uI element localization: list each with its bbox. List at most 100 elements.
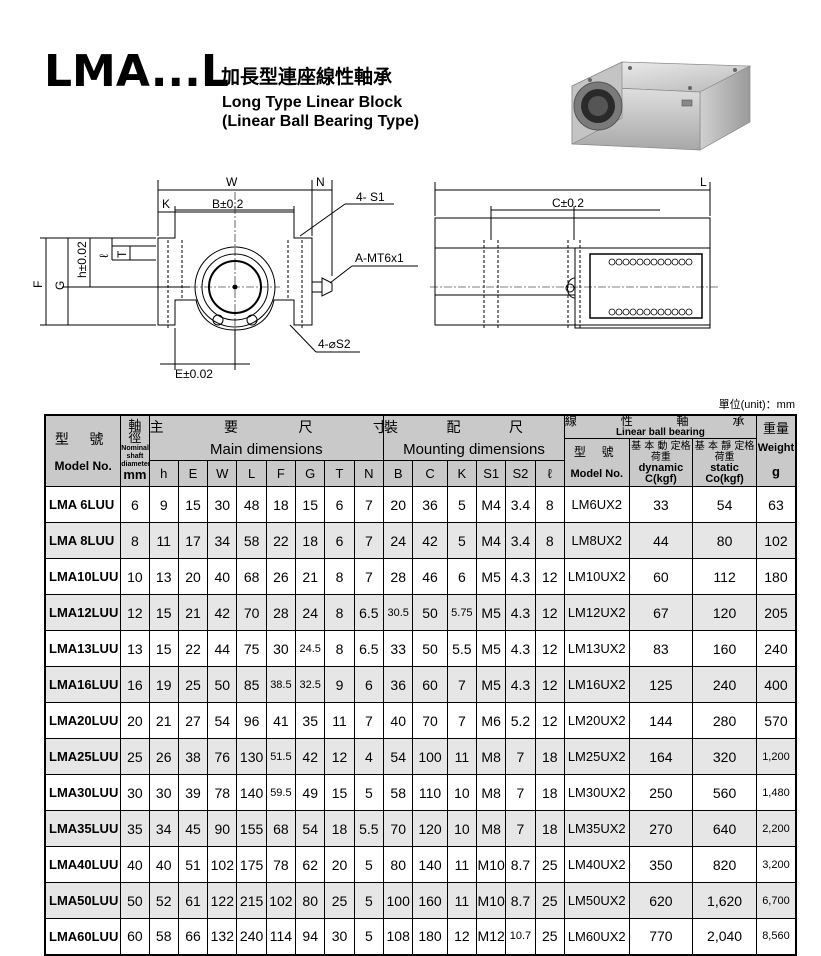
value-cell: 44	[628, 522, 694, 559]
value-cell: 12	[534, 630, 565, 667]
label-S1: 4- S1	[356, 190, 385, 204]
col-header-s1: S1	[475, 460, 507, 487]
label-h: h±0.02	[75, 241, 89, 278]
value-cell: 10.7	[505, 918, 536, 955]
value-cell: 61	[177, 882, 209, 919]
value-cell: 270	[628, 810, 694, 847]
value-cell: 12	[534, 594, 565, 631]
model-cell: LMA10LUU	[44, 558, 122, 595]
value-cell: 9	[324, 666, 355, 703]
value-cell: M8	[475, 774, 507, 811]
value-cell: 12	[120, 594, 150, 631]
value-cell: 21	[148, 702, 179, 739]
model-cell: LMA60LUU	[44, 918, 122, 955]
value-cell: 28	[383, 558, 414, 595]
value-cell: 8	[534, 522, 565, 559]
header-main-en: Main dimensions	[148, 438, 385, 461]
value-cell: 49	[295, 774, 326, 811]
english-title: Long Type Linear Block	[222, 94, 403, 111]
value-cell: M5	[475, 630, 507, 667]
value-cell: 1,620	[692, 882, 757, 919]
label-l: ℓ	[97, 254, 111, 258]
value-cell: 66	[177, 918, 209, 955]
value-cell: 8	[324, 594, 355, 631]
value-cell: 5	[446, 486, 478, 523]
value-cell: 7	[446, 702, 478, 739]
value-cell: 5	[353, 882, 385, 919]
value-cell: 13	[148, 558, 179, 595]
value-cell: 570	[755, 702, 797, 739]
col-header-ℓ: ℓ	[534, 460, 565, 487]
value-cell: 20	[120, 702, 150, 739]
label-G: G	[53, 281, 67, 290]
value-cell: M10	[475, 882, 507, 919]
value-cell: 52	[148, 882, 179, 919]
value-cell: 54	[383, 738, 414, 775]
value-cell: 42	[207, 594, 238, 631]
label-K: K	[162, 197, 170, 211]
value-cell: 26	[265, 558, 297, 595]
value-cell: 5.2	[505, 702, 536, 739]
bearing-model-cell: LM10UX2	[563, 558, 630, 595]
col-header-b: B	[383, 460, 414, 487]
spec-table: 型 號 Model No. 軸 徑 Nominal shaft diameter…	[44, 414, 797, 956]
value-cell: 3.4	[505, 522, 536, 559]
value-cell: 18	[534, 810, 565, 847]
value-cell: 175	[236, 846, 267, 883]
value-cell: 240	[236, 918, 267, 955]
value-cell: 36	[383, 666, 414, 703]
value-cell: 30	[265, 630, 297, 667]
value-cell: 4	[353, 738, 385, 775]
value-cell: 3,200	[755, 846, 797, 883]
value-cell: 240	[755, 630, 797, 667]
model-cell: LMA 6LUU	[44, 486, 122, 523]
value-cell: 122	[207, 882, 238, 919]
value-cell: 6.5	[353, 594, 385, 631]
value-cell: 6	[353, 666, 385, 703]
value-cell: 80	[295, 882, 326, 919]
label-S2: 4-⌀S2	[318, 337, 351, 351]
value-cell: 68	[236, 558, 267, 595]
value-cell: 60	[412, 666, 448, 703]
bearing-model-cell: LM16UX2	[563, 666, 630, 703]
value-cell: 8	[534, 486, 565, 523]
value-cell: 6	[324, 522, 355, 559]
value-cell: 7	[353, 702, 385, 739]
bearing-model-cell: LM13UX2	[563, 630, 630, 667]
value-cell: M8	[475, 738, 507, 775]
value-cell: 28	[265, 594, 297, 631]
value-cell: 83	[628, 630, 694, 667]
value-cell: 12	[324, 738, 355, 775]
value-cell: 7	[505, 738, 536, 775]
value-cell: 160	[692, 630, 757, 667]
value-cell: 7	[353, 522, 385, 559]
value-cell: 50	[412, 594, 448, 631]
value-cell: 155	[236, 810, 267, 847]
value-cell: 8.7	[505, 882, 536, 919]
bearing-model-cell: LM30UX2	[563, 774, 630, 811]
value-cell: 280	[692, 702, 757, 739]
value-cell: 125	[628, 666, 694, 703]
model-cell: LMA25LUU	[44, 738, 122, 775]
value-cell: 102	[755, 522, 797, 559]
value-cell: 20	[324, 846, 355, 883]
value-cell: 85	[236, 666, 267, 703]
header-mount-cn: 裝 配 尺 寸	[383, 414, 565, 439]
value-cell: 40	[383, 702, 414, 739]
value-cell: 4.3	[505, 666, 536, 703]
product-photo	[571, 61, 752, 151]
value-cell: 24.5	[295, 630, 326, 667]
value-cell: 10	[446, 774, 478, 811]
label-T: T	[115, 250, 129, 258]
col-header-g: G	[295, 460, 326, 487]
value-cell: 36	[412, 486, 448, 523]
value-cell: 78	[207, 774, 238, 811]
unit-label: 單位(unit)：mm	[718, 399, 795, 411]
value-cell: 180	[755, 558, 797, 595]
value-cell: 35	[120, 810, 150, 847]
value-cell: 42	[295, 738, 326, 775]
technical-drawing: W N K B±0.2 4- S1 A-MT6x1 4-⌀S2 E±0.02 L…	[31, 175, 720, 381]
